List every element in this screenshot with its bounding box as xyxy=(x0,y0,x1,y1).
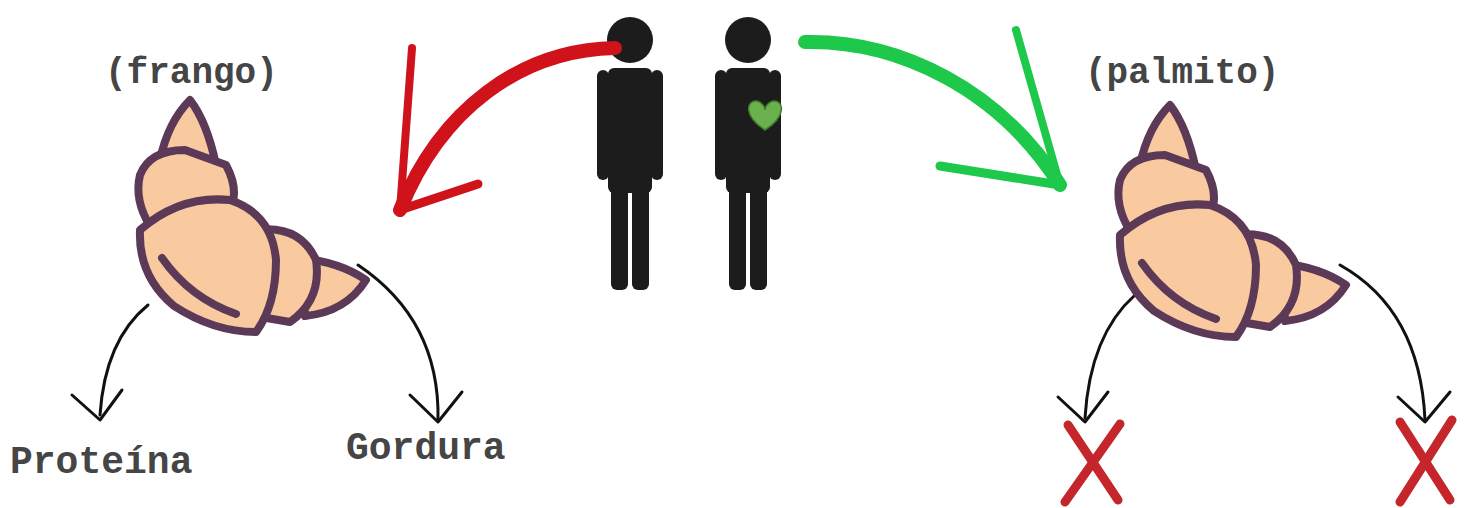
croissant-node: (palmito) xyxy=(1080,55,1360,350)
croissant-shape xyxy=(100,50,380,345)
cross-mark xyxy=(1065,420,1452,502)
node-heading: (frango) xyxy=(105,56,278,92)
outcome-label: Gordura xyxy=(346,430,506,468)
heart-symbol xyxy=(749,101,782,130)
node-heading: (palmito) xyxy=(1085,56,1279,92)
green-arrow xyxy=(805,30,1060,185)
people-icon xyxy=(597,17,781,290)
croissant-node: (frango) xyxy=(100,50,380,345)
croissant-shape xyxy=(1080,55,1360,350)
outcome-label: Proteína xyxy=(10,444,192,482)
red-arrow xyxy=(400,48,615,210)
